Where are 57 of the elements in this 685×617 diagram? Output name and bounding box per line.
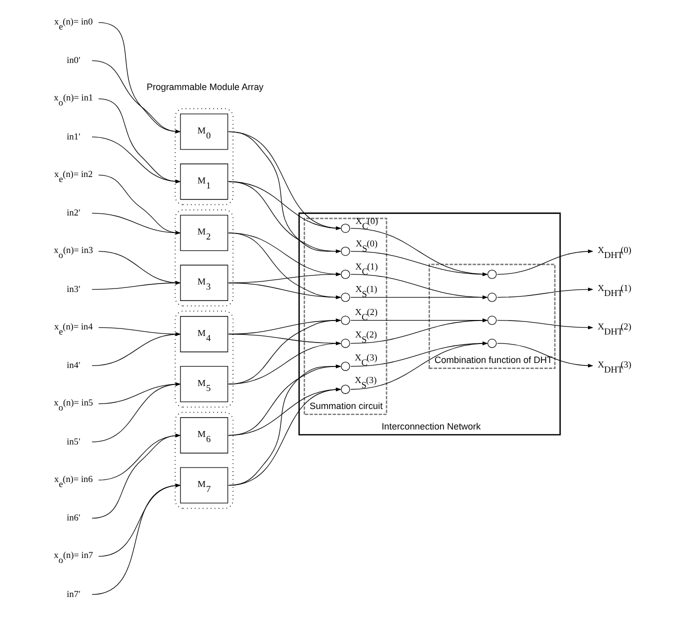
arrow: [98, 22, 181, 134]
arrow: [350, 342, 488, 390]
node-circle: [340, 246, 350, 256]
arrow: [98, 250, 181, 285]
arrow: [92, 484, 181, 595]
node-circle: [340, 270, 350, 279]
arrow: [98, 484, 181, 557]
cluster: Combination function of DHT: [428, 264, 556, 369]
arrow: [350, 342, 488, 367]
node-text: in7′: [66, 588, 80, 599]
arrow: [350, 274, 488, 300]
node-text: in3′: [66, 284, 80, 294]
label: Programmable Module Array: [146, 82, 264, 92]
node-text: in2′: [66, 208, 80, 218]
arrow: [228, 334, 342, 346]
arrow: [497, 288, 594, 298]
arrow: [350, 228, 488, 276]
node-circle: [340, 362, 350, 371]
arrow: [228, 232, 342, 300]
arrow: [350, 250, 488, 276]
arrow: [98, 434, 181, 480]
node-text: in6′: [66, 512, 80, 523]
arrow: [92, 136, 181, 184]
arrow: [228, 318, 342, 384]
arrow: [350, 318, 488, 344]
arrow: [92, 212, 181, 235]
node-circle: [340, 292, 350, 302]
node-circle: [487, 338, 497, 348]
arrow: [350, 295, 488, 300]
arrow: [497, 320, 594, 330]
arrow: [92, 60, 181, 134]
arrow: [98, 174, 181, 235]
node-circle: [340, 224, 350, 233]
arrow: [92, 434, 181, 519]
arrow: [92, 281, 181, 290]
arrow: [350, 318, 488, 322]
node-circle: [487, 292, 497, 302]
node-circle: [487, 316, 497, 325]
node-circle: [340, 316, 350, 325]
arrow: [228, 342, 342, 384]
arrow: [98, 98, 181, 184]
arrow: [228, 364, 342, 436]
node-text: in0′: [66, 55, 80, 66]
arrow: [497, 250, 594, 275]
arrow: [92, 382, 181, 442]
arrow: [228, 388, 342, 486]
node-text: in4′: [66, 360, 80, 370]
arrow: [228, 364, 342, 486]
node-text: in1′: [66, 131, 80, 142]
node-text: in5′: [66, 436, 80, 446]
arrow: [497, 343, 594, 368]
arrow: [228, 282, 342, 300]
node-circle: [487, 270, 497, 279]
node-circle: [340, 338, 350, 348]
arrow: [228, 388, 342, 436]
node-circle: [340, 384, 350, 394]
arrow: [98, 382, 181, 404]
